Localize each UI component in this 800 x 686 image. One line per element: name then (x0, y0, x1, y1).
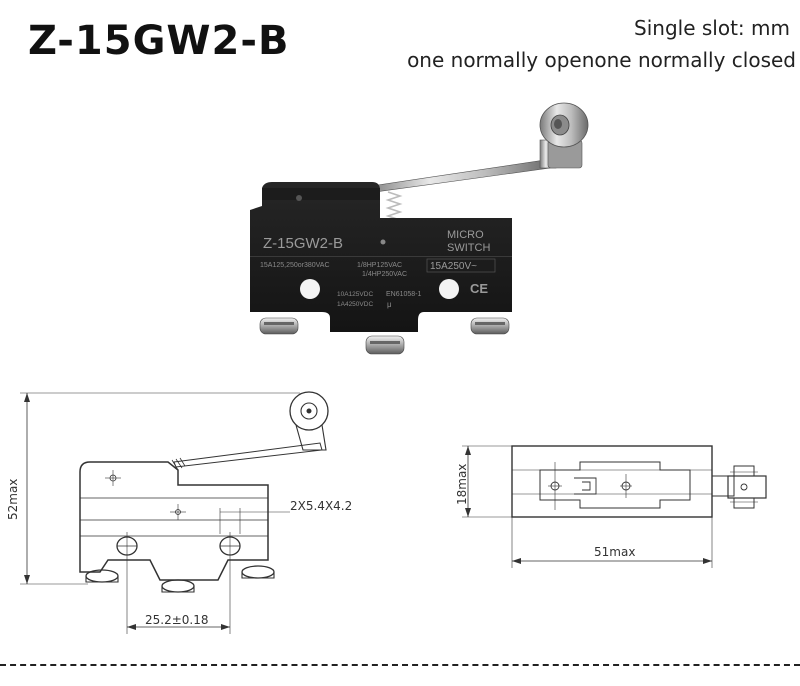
body-rating-hp1: 1/8HP125VAC (357, 262, 402, 269)
dashed-divider (0, 664, 800, 666)
dim-hole-spec-label: 2X5.4X4.2 (290, 499, 352, 513)
slot-unit-note: Single slot: mm (634, 16, 790, 40)
dim-depth-label: 18max (455, 464, 469, 505)
body-mu-mark: μ (387, 300, 392, 309)
side-view (20, 391, 329, 634)
body-rating-dc2: 1A4250VDC (337, 301, 373, 308)
terminal-screws (259, 317, 510, 355)
top-view (462, 445, 767, 568)
body-rating-ac: 15A125,250or380VAC (260, 262, 330, 269)
body-rating-summary: 15A250V~ (430, 261, 477, 272)
product-title: Z-15GW2-B (28, 18, 290, 64)
dim-height-label: 52max (6, 479, 20, 520)
roller-lever (364, 102, 589, 194)
product-photo: Z-15GW2-B MICRO SWITCH 15A125,250or380VA… (250, 102, 589, 355)
switch-body: Z-15GW2-B MICRO SWITCH 15A125,250or380VA… (250, 182, 512, 332)
dim-hole-pitch-label: 25.2±0.18 (145, 613, 209, 627)
body-model-text: Z-15GW2-B (263, 235, 343, 252)
dim-length-label: 51max (594, 545, 635, 559)
body-brand-switch: SWITCH (447, 242, 490, 254)
body-rating-dc1: 10A125VDC (337, 291, 373, 298)
contact-config-note: one normally openone normally closed (407, 48, 796, 72)
plunger-spring (385, 191, 403, 221)
body-rating-hp2: 1/4HP250VAC (362, 271, 407, 278)
body-ce-mark: CE (470, 281, 488, 296)
body-standard: EN61058-1 (386, 291, 422, 298)
body-brand-micro: MICRO (447, 229, 484, 241)
